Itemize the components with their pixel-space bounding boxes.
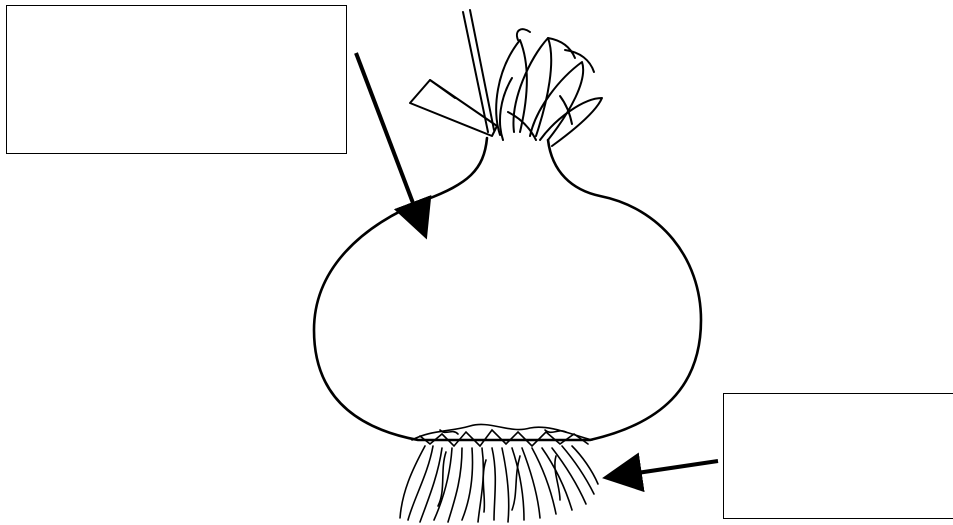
bulb-pointer-arrow: [356, 53, 424, 232]
roots-pointer-arrow: [610, 461, 718, 477]
leaves-icon: [410, 10, 602, 146]
onion-bulb-icon: [314, 138, 701, 440]
label-box-roots[interactable]: [723, 393, 953, 519]
label-box-bulb[interactable]: [6, 5, 347, 154]
